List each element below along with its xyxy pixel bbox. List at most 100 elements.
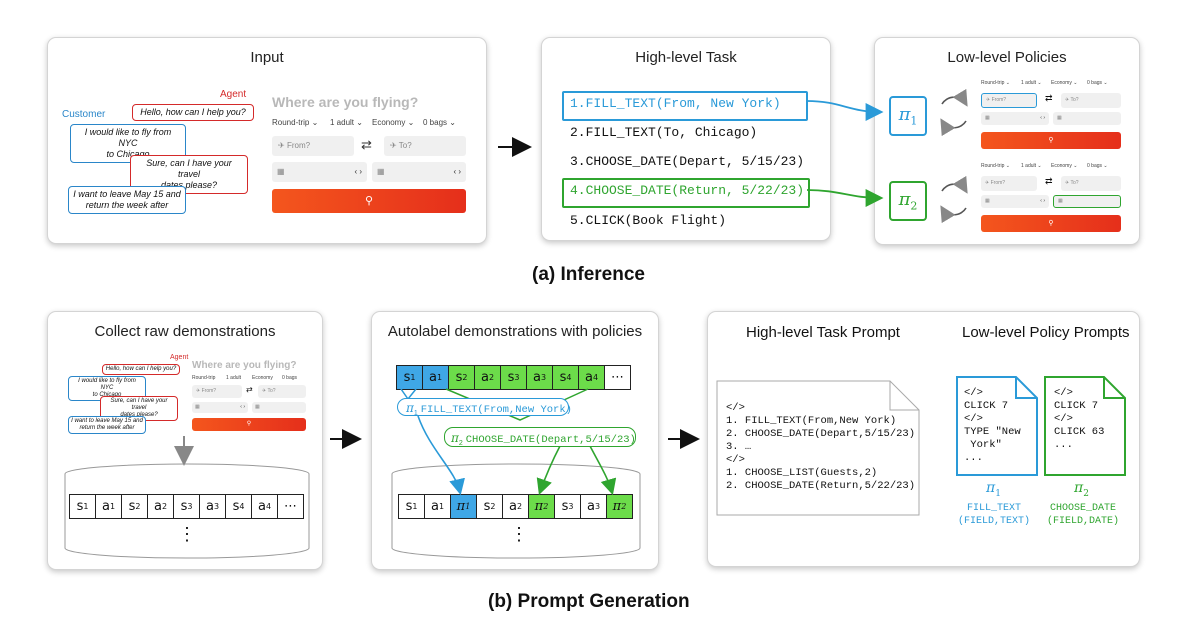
passengers-select[interactable]: 1 adult ⌄ xyxy=(330,118,363,127)
mini-depart-date[interactable]: ▦‹ › xyxy=(981,195,1049,208)
bags-select[interactable]: 0 bags ⌄ xyxy=(423,118,456,127)
mini-cabin[interactable]: Economy ⌄ xyxy=(1051,80,1078,86)
policy-pi1-badge: π1 xyxy=(889,96,927,136)
tile-subscript: 1 xyxy=(436,373,443,382)
mini-from-input[interactable]: ✈ From? xyxy=(981,176,1037,191)
chat-text: dates please? xyxy=(120,412,158,418)
mini-bags[interactable]: 0 bags ⌄ xyxy=(1087,163,1108,169)
mini-passengers[interactable]: 1 adult ⌄ xyxy=(1021,163,1042,169)
swap-icon[interactable]: ⇄ xyxy=(246,385,253,394)
trip-type-select[interactable]: Round-trip ⌄ xyxy=(272,118,319,127)
trip-type-select[interactable]: Round-trip xyxy=(192,375,215,381)
chat-text: to Chicago xyxy=(106,149,150,159)
plane-depart-icon: ✈ xyxy=(278,141,285,150)
mini-cabin[interactable]: Economy ⌄ xyxy=(1051,163,1078,169)
cabin-select[interactable]: Economy ⌄ xyxy=(372,118,415,127)
chat-text: return the week after xyxy=(85,200,169,210)
calendar-icon: ▦ xyxy=(1058,198,1063,204)
chat-text: I would like to fly from NYC xyxy=(84,127,172,148)
tile-symbol: s xyxy=(76,499,84,514)
customer-label: Customer xyxy=(62,109,106,120)
tile-subscript: 3 xyxy=(187,502,193,511)
calendar-icon: ▦ xyxy=(1057,115,1062,121)
tile-subscript: 2 xyxy=(516,502,523,511)
flight-heading: Where are you flying? xyxy=(272,94,419,110)
date-nav[interactable]: ‹ › xyxy=(453,167,461,176)
pi-symbol: π xyxy=(986,480,996,496)
mini-search-button[interactable]: ⚲ xyxy=(981,215,1121,232)
tile-subscript: 4 xyxy=(239,502,245,511)
chat-text: I want to leave May 15 and xyxy=(73,189,181,199)
swap-icon[interactable]: ⇄ xyxy=(1045,176,1053,186)
trip-type-value: Round-trip xyxy=(272,118,310,127)
depart-date-input[interactable]: ▦‹ › xyxy=(192,402,248,413)
date-nav[interactable]: ‹ › xyxy=(354,167,362,176)
mini-return-date[interactable]: ▦ xyxy=(1053,112,1121,125)
tile-subscript: 3 xyxy=(568,502,574,511)
date-nav[interactable]: ‹ › xyxy=(1040,115,1045,121)
calendar-icon: ▦ xyxy=(377,167,385,176)
bags-select[interactable]: 0 bags xyxy=(282,375,297,381)
to-input[interactable]: ✈ To? xyxy=(384,136,466,156)
search-button[interactable]: ⚲ xyxy=(272,189,466,213)
input-panel: Input Agent Customer Hello, how can I he… xyxy=(47,37,487,244)
pi1-function-caption: FILL_TEXT (FIELD,TEXT) xyxy=(958,503,1031,527)
pi-symbol: π xyxy=(898,104,911,125)
mini-trip-type[interactable]: Round-trip ⌄ xyxy=(981,80,1010,86)
mini-depart-date[interactable]: ▦‹ › xyxy=(981,112,1049,125)
mini-trip-type[interactable]: Round-trip ⌄ xyxy=(981,163,1010,169)
tile-symbol: π xyxy=(534,499,544,514)
mini-return-date[interactable]: ▦ xyxy=(1053,195,1121,208)
return-date-input[interactable]: ▦ ‹ › xyxy=(372,162,466,182)
tile-subscript: 1 xyxy=(109,502,116,511)
tile-subscript: 1 xyxy=(410,373,416,382)
to-input[interactable]: ✈ To? xyxy=(258,385,306,398)
tile-symbol: s xyxy=(128,499,136,514)
agent-label: Agent xyxy=(170,354,189,361)
autolabel-panel: Autolabel demonstrations with policies s… xyxy=(371,311,659,570)
panel-title: Low-level Policies xyxy=(947,49,1067,66)
high-level-prompt-document xyxy=(716,380,920,516)
mini-passengers[interactable]: 1 adult ⌄ xyxy=(1021,80,1042,86)
search-icon: ⚲ xyxy=(246,421,252,427)
from-input[interactable]: ✈ From? xyxy=(192,385,242,398)
bags-value: 0 bags xyxy=(282,375,298,381)
depart-date-input[interactable]: ▦‹ › xyxy=(272,162,367,182)
mini-bags[interactable]: 0 bags ⌄ xyxy=(1087,80,1108,86)
mini-search-button[interactable]: ⚲ xyxy=(981,132,1121,149)
tile-symbol: a xyxy=(480,370,489,385)
search-button[interactable]: ⚲ xyxy=(192,418,306,431)
policy-panel: Low-level Policies π1 π 2 Round-trip ⌄ 1 … xyxy=(874,37,1140,245)
swap-icon[interactable]: ⇄ xyxy=(1045,93,1053,103)
task-step-2: 2.FILL_TEXT(To, Chicago) xyxy=(570,125,758,140)
from-input[interactable]: ✈ From? xyxy=(272,136,354,156)
date-nav[interactable]: ‹ › xyxy=(240,404,245,410)
pi-subscript: 2 xyxy=(910,199,918,213)
swap-icon[interactable]: ⇄ xyxy=(361,137,372,152)
to-placeholder: To? xyxy=(1070,97,1079,103)
vertical-ellipsis: ⋮ xyxy=(510,524,528,544)
tile-symbol: ⋯ xyxy=(284,499,297,514)
chat-bubble-customer-2: I want to leave May 15 and return the we… xyxy=(68,416,146,434)
cabin-select[interactable]: Economy xyxy=(252,375,273,381)
mini-from-input[interactable]: ✈ From? xyxy=(981,93,1037,108)
collect-panel: Collect raw demonstrations Agent Hello, … xyxy=(47,311,323,570)
tile-symbol: a xyxy=(257,499,266,514)
mini-to-input[interactable]: ✈ To? xyxy=(1061,176,1121,191)
pi2-function-caption: CHOOSE_DATE (FIELD,DATE) xyxy=(1047,503,1120,527)
passengers-select[interactable]: 1 adult xyxy=(226,375,241,381)
policy-prompt-code-2: </> CLICK 7 </> CLICK 63 ... xyxy=(1054,387,1105,451)
return-date-input[interactable]: ▦ xyxy=(252,402,306,413)
date-nav[interactable]: ‹ › xyxy=(1040,198,1045,204)
tile-subscript: 2 xyxy=(488,373,495,382)
mini-to-input[interactable]: ✈ To? xyxy=(1061,93,1121,108)
